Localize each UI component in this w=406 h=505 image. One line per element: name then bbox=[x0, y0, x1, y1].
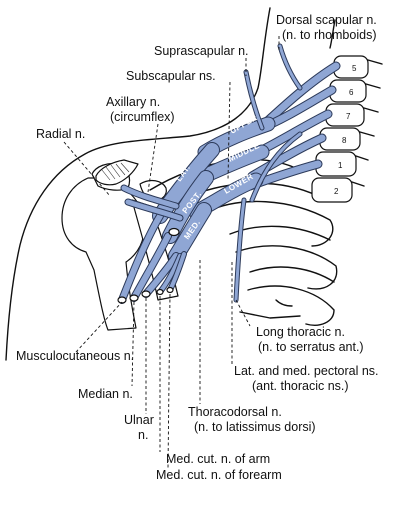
label-long-thoracic-n: Long thoracic n. bbox=[256, 325, 345, 339]
label-musculocutaneous-n: Musculocutaneous n. bbox=[16, 349, 134, 363]
vertebra-number-2: 2 bbox=[334, 187, 339, 196]
label-ulnar-n: n. bbox=[138, 428, 148, 442]
musculocutaneous-branch bbox=[119, 213, 163, 303]
label-subscapular-ns: Subscapular ns. bbox=[126, 69, 216, 83]
dorsal-scapular-branch bbox=[278, 44, 302, 90]
label-ulnar: Ulnar bbox=[124, 413, 154, 427]
brachial-plexus: UPPER MIDDLE LOWER LAT. POST. MED. bbox=[117, 43, 341, 304]
label-circumflex: (circumflex) bbox=[110, 110, 175, 124]
leader-musculocutaneous bbox=[75, 301, 123, 353]
rib-2-inner bbox=[229, 225, 331, 241]
ulnar-cut-end bbox=[141, 290, 151, 298]
leader-axillary bbox=[147, 123, 159, 193]
rib-3-inner bbox=[249, 266, 335, 283]
label-med-cut-n-of-forearm: Med. cut. n. of forearm bbox=[156, 468, 282, 482]
long-thoracic-branch bbox=[234, 198, 246, 302]
vertebra-t3 bbox=[311, 177, 353, 203]
label-dorsal-scapular-n: Dorsal scapular n. bbox=[276, 13, 377, 27]
acromion bbox=[95, 159, 139, 186]
med-cut-arm-cut-end bbox=[156, 288, 164, 296]
vertebra-number-1: 1 bbox=[338, 161, 343, 170]
label-ant-thoracic-ns: (ant. thoracic ns.) bbox=[252, 379, 349, 393]
rib-3 bbox=[235, 245, 338, 290]
label-radial-n: Radial n. bbox=[36, 127, 85, 141]
radial-branch bbox=[125, 199, 183, 221]
label-n-to-serratus-ant: (n. to serratus ant.) bbox=[258, 340, 364, 354]
root-c8 bbox=[248, 134, 326, 180]
labels: Dorsal scapular n. (n. to rhomboids) Sup… bbox=[16, 13, 379, 482]
vertebra-number-5: 5 bbox=[352, 64, 357, 73]
lateral-cord bbox=[153, 143, 219, 223]
vertebra-number-8: 8 bbox=[342, 136, 347, 145]
med-cut-forearm-branch bbox=[168, 252, 186, 292]
label-axillary-n: Axillary n. bbox=[106, 95, 160, 109]
rib-4 bbox=[247, 285, 335, 326]
label-med-cut-n-of-arm: Med. cut. n. of arm bbox=[166, 452, 270, 466]
musculocutaneous-cut-end bbox=[117, 296, 127, 304]
label-n-to-rhomboids: (n. to rhomboids) bbox=[282, 28, 376, 42]
acromion-hatching bbox=[101, 162, 130, 181]
neck-contour-right bbox=[329, 19, 336, 49]
medial-cord bbox=[169, 203, 211, 263]
label-thoracodorsal-n: Thoracodorsal n. bbox=[188, 405, 282, 419]
rib-lower bbox=[239, 311, 301, 319]
suprascapular-branch bbox=[244, 70, 264, 130]
rib-2 bbox=[205, 200, 334, 247]
label-n-to-latissimus-dorsi: (n. to latissimus dorsi) bbox=[194, 420, 316, 434]
median-branch bbox=[131, 233, 171, 301]
neck-shoulder-contour bbox=[5, 7, 271, 361]
spinous-processes bbox=[351, 59, 383, 187]
leader-lines bbox=[63, 36, 280, 469]
label-lat-med-pectoral-ns: Lat. and med. pectoral ns. bbox=[234, 364, 379, 378]
body-outline bbox=[5, 7, 336, 361]
leader-med-cut-forearm bbox=[167, 293, 171, 469]
ulnar-branch bbox=[143, 253, 179, 297]
vertebra-number-7: 7 bbox=[346, 112, 351, 121]
vertebra-number-6: 6 bbox=[349, 88, 354, 97]
median-cut-end bbox=[129, 294, 139, 302]
label-median-n: Median n. bbox=[78, 387, 133, 401]
label-suprascapular-n: Suprascapular n. bbox=[154, 44, 249, 58]
med-cut-forearm-cut-end bbox=[166, 286, 174, 294]
leader-radial bbox=[63, 141, 111, 197]
posterior-cord-cut-end bbox=[168, 227, 180, 237]
serratus-mark bbox=[275, 299, 293, 307]
long-thoracic-root bbox=[250, 132, 302, 202]
leader-long-thoracic bbox=[235, 299, 251, 327]
axillary-branch bbox=[121, 185, 179, 209]
